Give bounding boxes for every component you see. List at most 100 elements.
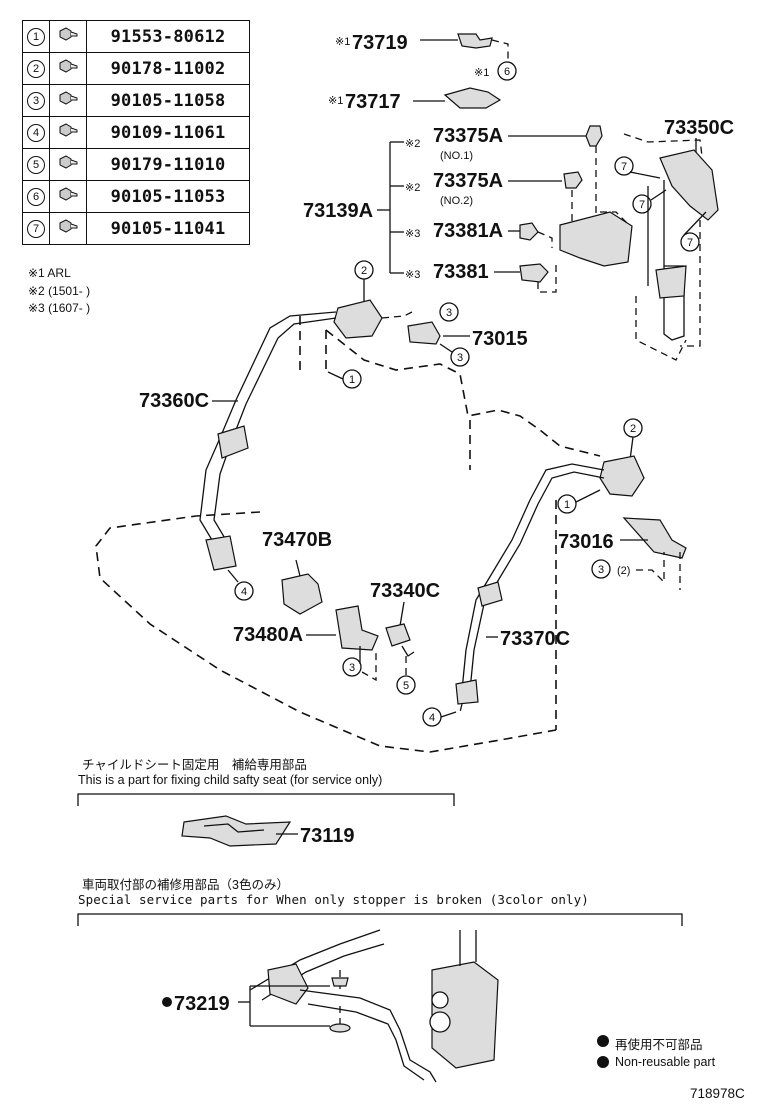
svg-text:2: 2 [630, 423, 636, 435]
ref-circle-3 [450, 347, 470, 367]
ref-number: 5 [27, 156, 45, 174]
svg-text:1: 1 [349, 374, 355, 386]
label-no2: (NO.2) [440, 195, 473, 207]
label-73139A: 73139A [303, 200, 373, 222]
svg-text:6: 6 [504, 66, 510, 78]
stopper-bottom-shape [329, 1023, 351, 1033]
part-number-cell: 90105-11041 [86, 212, 250, 245]
label-73381: 73381 [433, 261, 489, 283]
svg-text:3: 3 [457, 352, 463, 364]
part-number-cell: 90178-11002 [86, 52, 250, 85]
parts-table-row: 3 90105-11058 [22, 84, 250, 117]
stopper-top-shape [331, 977, 349, 987]
child-seat-jp-caption: チャイルドシート固定用 補給専用部品 [82, 758, 307, 772]
note-2: ※2 (1501- ) [28, 283, 91, 298]
label-73470B: 73470B [262, 529, 332, 551]
bolt-icon-cell [49, 180, 87, 213]
belt-73350C-shape [663, 180, 685, 341]
notes-block: ※1 ARL ※2 (1501- ) ※3 (1607- ) [28, 265, 90, 318]
label-73480A: 73480A [233, 624, 303, 646]
ref-circle-3 [342, 657, 362, 677]
label-73370C: 73370C [500, 628, 570, 650]
ref-cell: 6 [22, 180, 50, 213]
part-73016: 2 1 73016 3 (2) [557, 418, 687, 590]
ref-circle-3 [439, 302, 459, 322]
bracket-73719-shape [457, 33, 493, 49]
ref-cell: 3 [22, 84, 50, 117]
part-73350C: 73350C 7 7 7 [614, 117, 734, 361]
mark-label: ※2 [405, 138, 420, 150]
bolt-icon [59, 219, 78, 233]
clip-73375A-no1-shape [585, 125, 603, 147]
clip-73375A-no2-shape [563, 171, 583, 189]
svg-text:7: 7 [687, 237, 693, 249]
bolt-icon [59, 123, 78, 137]
anchor-plate-right-shape [455, 679, 479, 705]
label-no1: (NO.1) [440, 150, 473, 162]
part-73719: ※1 73719 ※1 6 [335, 32, 517, 81]
legend-dot-icon [597, 1035, 609, 1047]
parts-table-row: 7 90105-11041 [22, 212, 250, 245]
child-seat-section: 73119 [77, 793, 455, 847]
bolt-icon [59, 187, 78, 201]
bolt-icon-cell [49, 52, 87, 85]
mark-label: ※2 [405, 182, 420, 194]
guide-upper-left-shape [333, 299, 383, 339]
parts-table-row: 6 90105-11053 [22, 180, 250, 213]
bracket-73016-shape [622, 517, 687, 559]
guide-upper-right-shape [599, 455, 645, 497]
ref-cell: 5 [22, 148, 50, 181]
label-73719: 73719 [352, 32, 408, 54]
note-1: ※1 ARL [28, 266, 71, 280]
bezel-73139A-shape [559, 211, 633, 267]
svg-text:7: 7 [639, 199, 645, 211]
svg-text:7: 7 [621, 161, 627, 173]
ref-number: 1 [27, 28, 45, 46]
legend-jp: 再使用不可部品 [615, 1038, 703, 1052]
bolt-icon [59, 155, 78, 169]
mark-label: ※1 [474, 67, 489, 79]
label-73717: 73717 [345, 91, 401, 113]
bolt-icon-cell [49, 148, 87, 181]
ref-number: 7 [27, 220, 45, 238]
buckle-73480A-shape [335, 605, 379, 651]
bolt-icon [59, 59, 78, 73]
clip-73381A-shape [519, 222, 539, 241]
label-73119: 73119 [300, 825, 355, 847]
legend-en: Non-reusable part [615, 1055, 716, 1069]
svg-text:3: 3 [598, 564, 604, 576]
part-73360C: 73360C 4 [139, 311, 337, 601]
special-jp-caption: 車両取付部の補修用部品（3色のみ） [82, 878, 289, 892]
anchor-plate-left-shape [205, 535, 237, 571]
part-73015: 2 3 73015 3 1 [327, 260, 528, 389]
part-number-cell: 90105-11058 [86, 84, 250, 117]
special-parts-section: 73219 [77, 913, 683, 1083]
cover-73717-shape [443, 87, 502, 109]
svg-text:3: 3 [446, 307, 452, 319]
part-number-cell: 90105-11053 [86, 180, 250, 213]
label-73340C: 73340C [370, 580, 440, 602]
label-73375A-no2: 73375A [433, 170, 503, 192]
bolt-icon-cell [49, 20, 87, 53]
part-number-cell: 90109-11061 [86, 116, 250, 149]
legend-dot-icon [597, 1056, 609, 1068]
buckle-73340C-shape [385, 623, 411, 647]
seat-cushion-outline [95, 511, 557, 753]
ref-circle-3 [591, 559, 611, 579]
ref-circle-7 [614, 156, 634, 176]
ref-circle-5 [396, 675, 416, 695]
clip-73381-shape [519, 263, 549, 283]
buckle-73470B-shape [281, 573, 323, 615]
ref-circle-6 [497, 61, 517, 81]
label-73350C: 73350C [664, 117, 734, 139]
seat-back-outline [299, 316, 601, 730]
mark-label: ※3 [405, 269, 420, 281]
mark-label: ※3 [405, 228, 420, 240]
ref-circle-1 [557, 494, 577, 514]
bracket-73015-shape [407, 321, 441, 345]
